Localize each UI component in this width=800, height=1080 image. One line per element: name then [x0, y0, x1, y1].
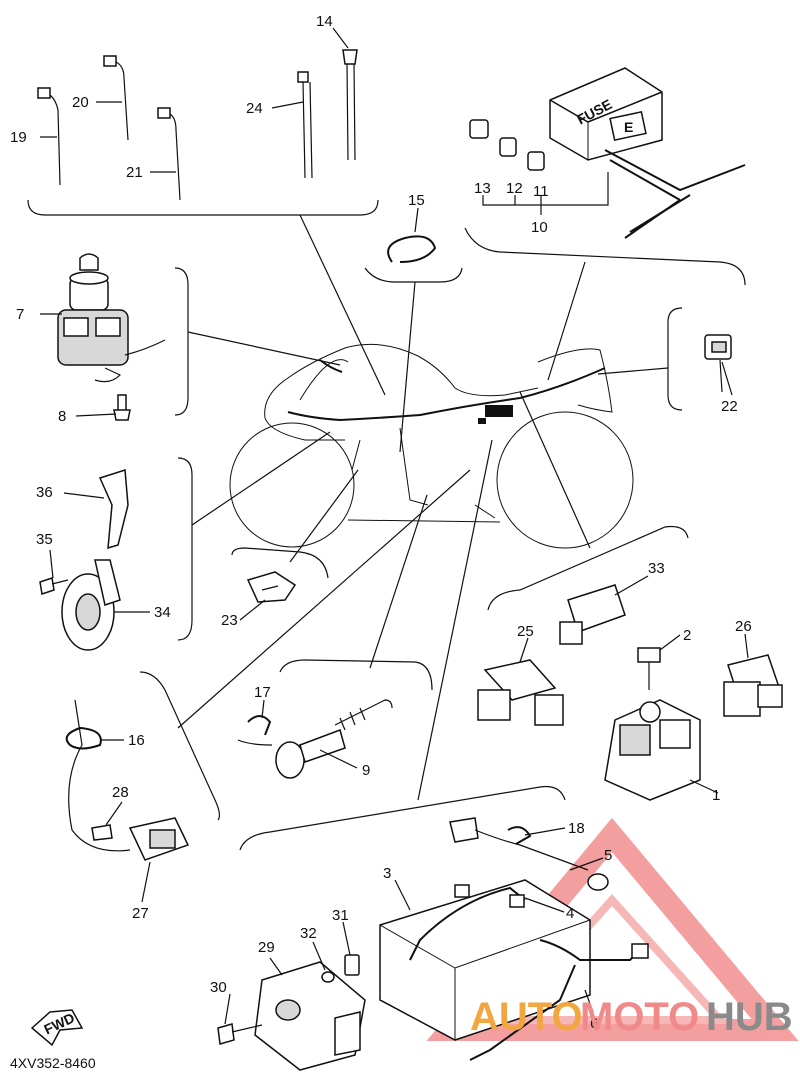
callout-25: 25 [517, 623, 534, 640]
callout-16: 16 [128, 732, 145, 749]
callout-9: 9 [362, 762, 370, 779]
callout-2: 2 [683, 627, 691, 644]
relays-part [477, 584, 783, 801]
callout-27: 27 [132, 905, 149, 922]
fuse-box-part [469, 67, 746, 239]
relay-22-part [704, 334, 732, 393]
callout-17: 17 [254, 684, 271, 701]
callout-7: 7 [16, 306, 24, 323]
fwd-label: FWD [41, 1009, 77, 1037]
callout-30: 30 [210, 979, 227, 996]
callout-leaders [40, 27, 749, 1025]
callout-20: 20 [72, 94, 89, 111]
callout-21: 21 [126, 164, 143, 181]
callout-32: 32 [300, 925, 317, 942]
callout-29: 29 [258, 939, 275, 956]
clamp-part [387, 235, 437, 263]
forward-arrow-icon: FWD [30, 1009, 84, 1047]
callout-18: 18 [568, 820, 585, 837]
group-brackets [27, 199, 746, 851]
callout-4: 4 [566, 905, 574, 922]
callout-10: 10 [531, 219, 548, 236]
callout-36: 36 [36, 484, 53, 501]
watermark-text: AUTO MOTO HUB [470, 995, 793, 1039]
clip-23-part [246, 571, 297, 603]
callout-35: 35 [36, 531, 53, 548]
switch-9-part [237, 699, 393, 779]
callout-15: 15 [408, 192, 425, 209]
callout-24: 24 [246, 100, 263, 117]
callout-34: 34 [154, 604, 171, 621]
callout-5: 5 [604, 847, 612, 864]
battery-part [379, 817, 649, 1061]
callout-31: 31 [332, 907, 349, 924]
callout-26: 26 [735, 618, 752, 635]
callout-8: 8 [58, 408, 66, 425]
callout-13: 13 [474, 180, 491, 197]
callout-6: 6 [590, 1015, 598, 1032]
motorcycle-outline [229, 343, 634, 549]
callout-19: 19 [10, 129, 27, 146]
callout-28: 28 [112, 784, 129, 801]
callout-22: 22 [721, 398, 738, 415]
horn-part [39, 468, 129, 651]
main-switch-part [57, 253, 166, 421]
sensor-parts [65, 699, 190, 861]
callout-14: 14 [316, 13, 333, 30]
callout-12: 12 [506, 180, 523, 197]
watermark-auto: AUTO [470, 995, 583, 1039]
rectifier-part [217, 954, 366, 1071]
callout-11: 11 [533, 183, 549, 200]
band-parts [37, 49, 358, 201]
watermark-moto: MOTO [580, 995, 699, 1039]
watermark-hub: HUB [706, 995, 793, 1039]
callout-3: 3 [383, 865, 391, 882]
callout-33: 33 [648, 560, 665, 577]
callout-23: 23 [221, 612, 238, 629]
diagram-code: 4XV352-8460 [10, 1055, 96, 1071]
callout-1: 1 [712, 787, 720, 804]
leader-lines [177, 214, 669, 801]
callout-numbers: 1 2 3 4 5 6 7 8 9 10 11 12 13 14 15 16 1… [10, 13, 752, 1032]
fuse-box-label: E [624, 119, 633, 135]
